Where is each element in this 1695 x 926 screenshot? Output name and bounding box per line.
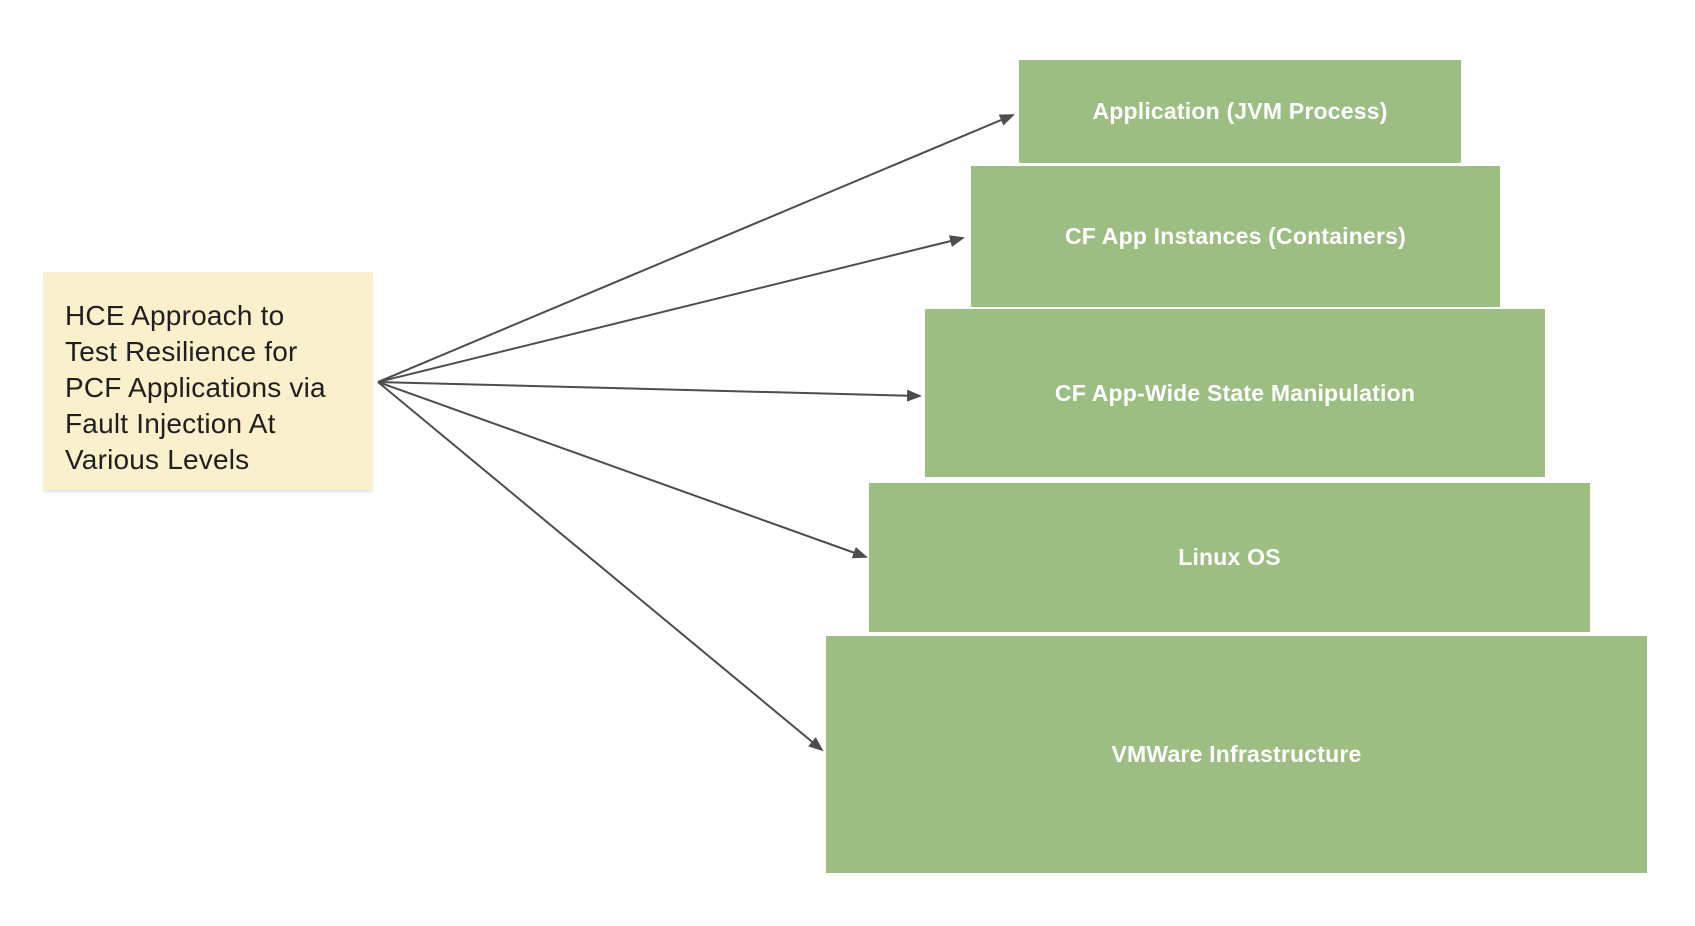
arrow-to-vmware-infrastructure xyxy=(377,381,824,752)
level-label: Linux OS xyxy=(1178,544,1281,570)
level-box-vmware-infrastructure: VMWare Infrastructure xyxy=(826,636,1647,873)
arrow-to-linux-os xyxy=(377,381,868,559)
arrow-to-cf-app-wide-state xyxy=(377,381,922,402)
level-label: VMWare Infrastructure xyxy=(1111,741,1362,767)
level-box-linux-os: Linux OS xyxy=(869,483,1590,632)
level-label: Application (JVM Process) xyxy=(1092,98,1388,124)
level-box-cf-app-instances: CF App Instances (Containers) xyxy=(971,166,1500,307)
source-approach-label: HCE Approach to Test Resilience for PCF … xyxy=(65,300,326,475)
arrow-to-application xyxy=(377,114,1015,383)
level-label: CF App Instances (Containers) xyxy=(1064,223,1407,249)
source-approach-box: HCE Approach to Test Resilience for PCF … xyxy=(43,272,373,490)
level-box-application-jvm-process: Application (JVM Process) xyxy=(1019,60,1461,163)
level-box-cf-app-wide-state-manipulation: CF App-Wide State Manipulation xyxy=(925,309,1545,477)
arrow-to-cf-app-instances xyxy=(377,235,965,383)
level-label: CF App-Wide State Manipulation xyxy=(1054,379,1416,406)
